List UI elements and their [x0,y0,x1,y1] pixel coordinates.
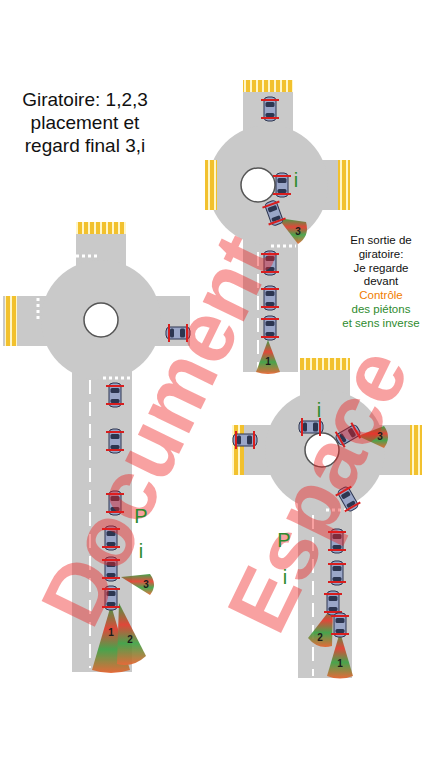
position-letter: P [277,529,290,552]
lane-line [257,252,259,370]
callout-number: 3 [295,226,301,238]
hatch-zone [300,358,350,370]
car [273,173,291,197]
car [166,324,190,342]
position-letter: i [317,399,321,422]
callout-number: 1 [108,627,114,639]
vision-cone [358,426,388,448]
callout-number: 2 [127,634,133,646]
hatch-zone [243,80,293,92]
car [261,316,279,340]
car [106,491,124,515]
car [324,591,342,615]
hatch-zone [205,160,217,210]
callout-number: 2 [317,632,323,644]
car [106,383,124,407]
callout-number: 3 [377,431,383,443]
car [102,526,120,550]
give-way-line [103,377,130,380]
lane-line [312,515,314,676]
note-text: En sortie de giratoire: [340,234,422,262]
note-text: Contrôle [359,289,402,303]
callout-number: 1 [265,356,271,368]
watermark: Document [21,219,294,640]
car [299,418,323,436]
right-roundabout [232,358,422,678]
car [102,557,120,581]
hatch-zone [5,296,17,346]
hatch-zone [76,222,126,234]
position-letter: i [139,540,143,563]
car [261,286,279,310]
car [261,97,279,121]
car [328,561,346,585]
car [106,429,124,453]
note-text: des piétons [352,303,411,317]
give-way-line [76,255,100,258]
lane-line [89,380,91,668]
position-letter: i [294,169,298,192]
island [241,168,275,202]
car [328,529,346,553]
ring [41,260,161,380]
position-letter: P [134,505,147,528]
hatch-zone [338,160,350,210]
position-letter: i [283,566,287,589]
ring [208,125,328,245]
vision-cone [117,603,146,665]
car [333,421,363,449]
car [261,199,286,228]
vision-cone [121,574,154,595]
title-text: Giratoire: 1,2,3 placement et regard fin… [22,88,148,158]
callout-number: 1 [337,658,343,670]
note-text: et sens inverse [342,317,419,331]
note-text: Je regarde devant [340,262,422,290]
hatch-zone [410,425,422,475]
vision-cones [92,218,388,679]
island [305,433,339,467]
exit-note: En sortie de giratoire:Je regarde devant… [340,234,422,331]
give-way-line [271,245,296,248]
car [331,613,349,637]
car [102,586,120,610]
top-roundabout [205,80,350,372]
left-roundabout [3,222,190,672]
ring [265,390,385,510]
car [261,251,279,275]
cars [102,97,363,637]
watermark: Espace [207,333,427,647]
hatch-zone [232,425,244,475]
car [233,431,257,449]
give-way-line [37,298,40,320]
road [298,490,352,678]
vision-cone [256,340,280,374]
car [334,484,362,514]
callout-number: 3 [143,579,149,591]
island [84,303,118,337]
